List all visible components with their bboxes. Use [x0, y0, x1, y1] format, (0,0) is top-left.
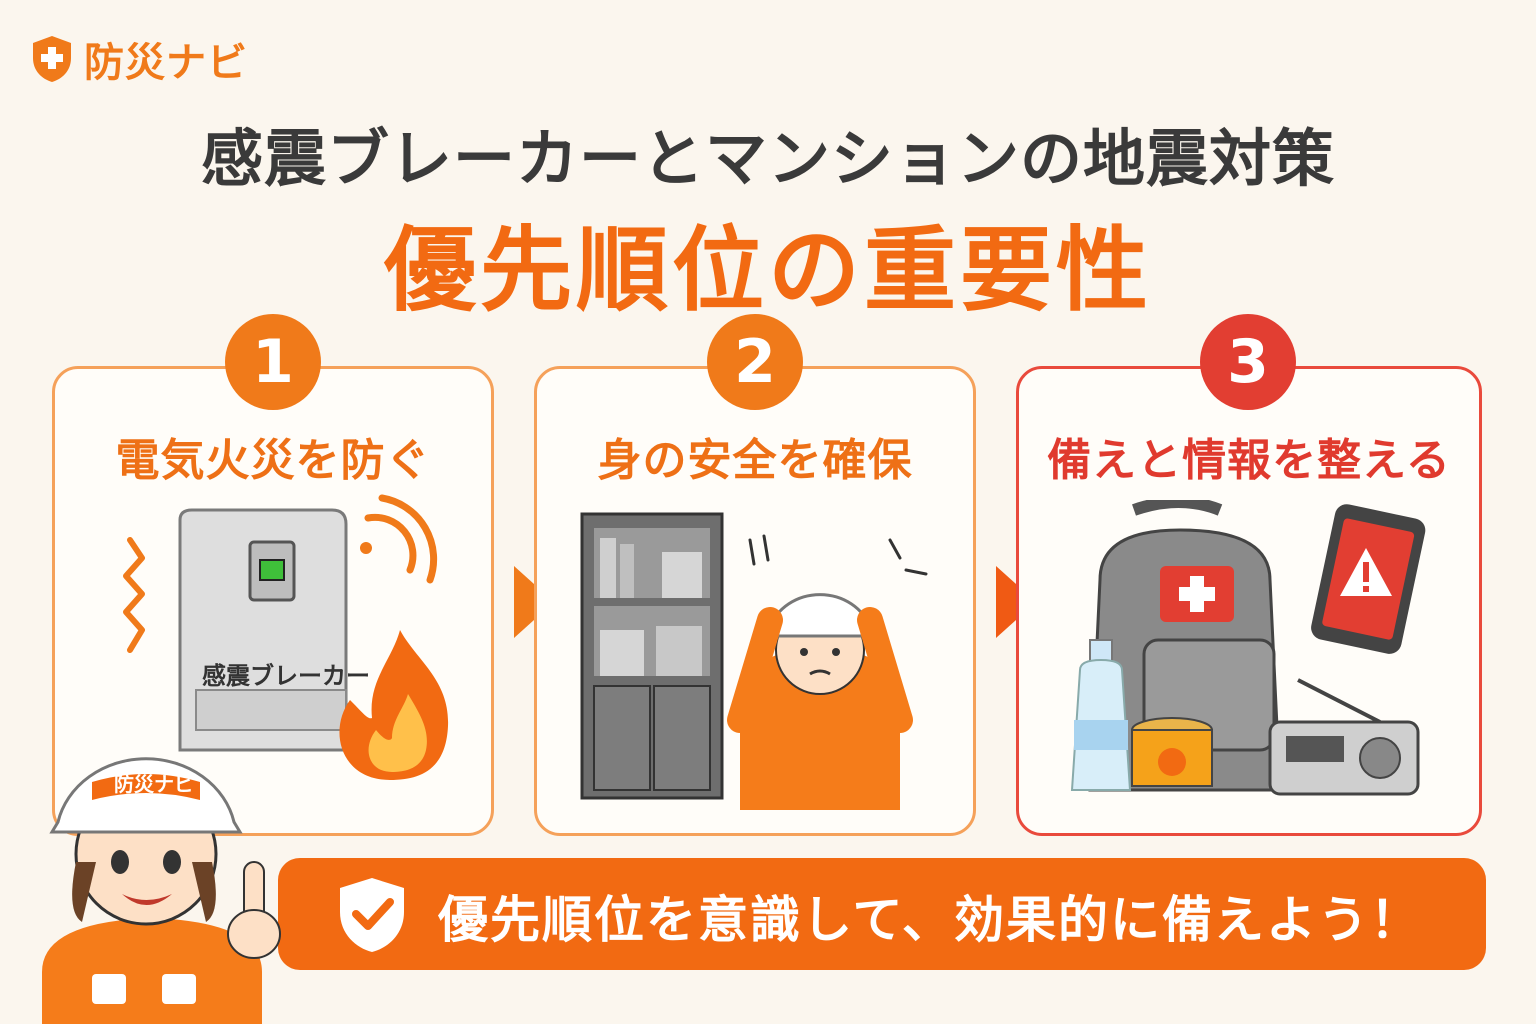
backpack-icon — [1088, 500, 1282, 792]
radio-icon — [1268, 678, 1420, 796]
page-title: 感震ブレーカーとマンションの地震対策 — [200, 122, 1335, 195]
step-title-1: 電気火災を防ぐ — [115, 435, 431, 486]
step-badge-3: 3 — [1200, 314, 1296, 410]
mascot-helmet-label: 防災ナビ — [114, 772, 194, 796]
step-badge-2: 2 — [707, 314, 803, 410]
emergency-kit-illustration — [1070, 500, 1426, 796]
breaker-box — [178, 508, 348, 752]
step-title-3: 備えと情報を整える — [1047, 435, 1451, 486]
person-helmet — [727, 593, 913, 810]
mascot-character — [42, 757, 281, 1024]
breaker-illustration — [123, 494, 449, 780]
smartphone-alert-icon — [1311, 504, 1426, 654]
page-subtitle: 優先順位の重要性 — [383, 217, 1152, 324]
pointing-hand — [227, 861, 281, 959]
bottom-banner: 優先順位を意識して、効果的に備えよう！ — [278, 858, 1486, 970]
water-bottle-icon — [1070, 639, 1132, 791]
shake-lines-icon — [123, 537, 145, 653]
shield-plus-icon — [33, 36, 71, 82]
safety-illustration — [580, 512, 928, 810]
canned-food-icon — [1131, 717, 1213, 787]
step-badge-1: 1 — [225, 314, 321, 410]
brand-name: 防災ナビ — [84, 40, 248, 86]
step-title-2: 身の安全を確保 — [597, 435, 913, 486]
fire-icon — [339, 630, 449, 780]
shake-marks-icon — [748, 534, 928, 576]
banner-message: 優先順位を意識して、効果的に備えよう！ — [438, 891, 1422, 949]
shield-check-icon — [340, 878, 404, 952]
wifi-signal-icon — [360, 494, 438, 584]
brand-logo: 防災ナビ — [30, 30, 248, 88]
cabinet-icon — [580, 512, 724, 800]
breaker-label: 感震ブレーカー — [202, 662, 370, 690]
